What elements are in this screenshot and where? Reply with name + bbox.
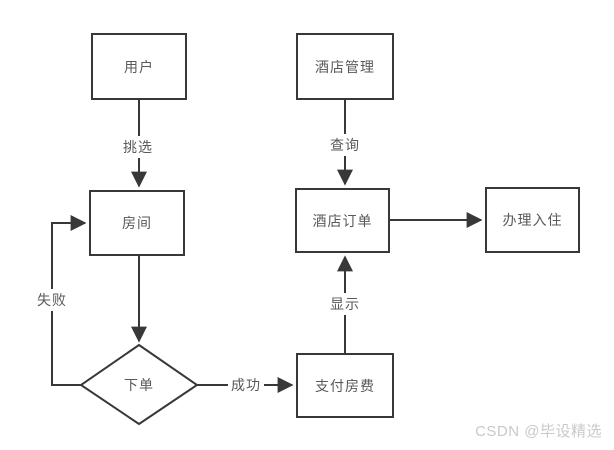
edge-label-fail: 失败 bbox=[34, 289, 70, 311]
edge-label-query: 查询 bbox=[327, 134, 363, 156]
node-hotel-order: 酒店订单 bbox=[295, 188, 390, 253]
decision-diamond-shape bbox=[79, 343, 199, 426]
node-user-label: 用户 bbox=[124, 58, 154, 75]
node-pay-room-fee: 支付房费 bbox=[296, 353, 394, 418]
edge-label-pick: 挑选 bbox=[120, 136, 156, 158]
node-room-label: 房间 bbox=[122, 215, 152, 231]
node-user: 用户 bbox=[91, 33, 187, 100]
node-room: 房间 bbox=[89, 190, 185, 256]
node-check-in-label: 办理入住 bbox=[502, 212, 563, 228]
csdn-watermark: CSDN @毕设精选 bbox=[475, 423, 602, 440]
node-hotel-management: 酒店管理 bbox=[296, 33, 394, 100]
node-place-order-label: 下单 bbox=[124, 377, 154, 393]
node-pay-room-fee-label: 支付房费 bbox=[315, 377, 375, 394]
node-check-in: 办理入住 bbox=[485, 187, 580, 253]
node-hotel-management-label: 酒店管理 bbox=[315, 58, 375, 75]
edge-label-show: 显示 bbox=[327, 293, 363, 315]
node-hotel-order-label: 酒店订单 bbox=[312, 212, 373, 229]
edge-label-success: 成功 bbox=[228, 374, 264, 396]
